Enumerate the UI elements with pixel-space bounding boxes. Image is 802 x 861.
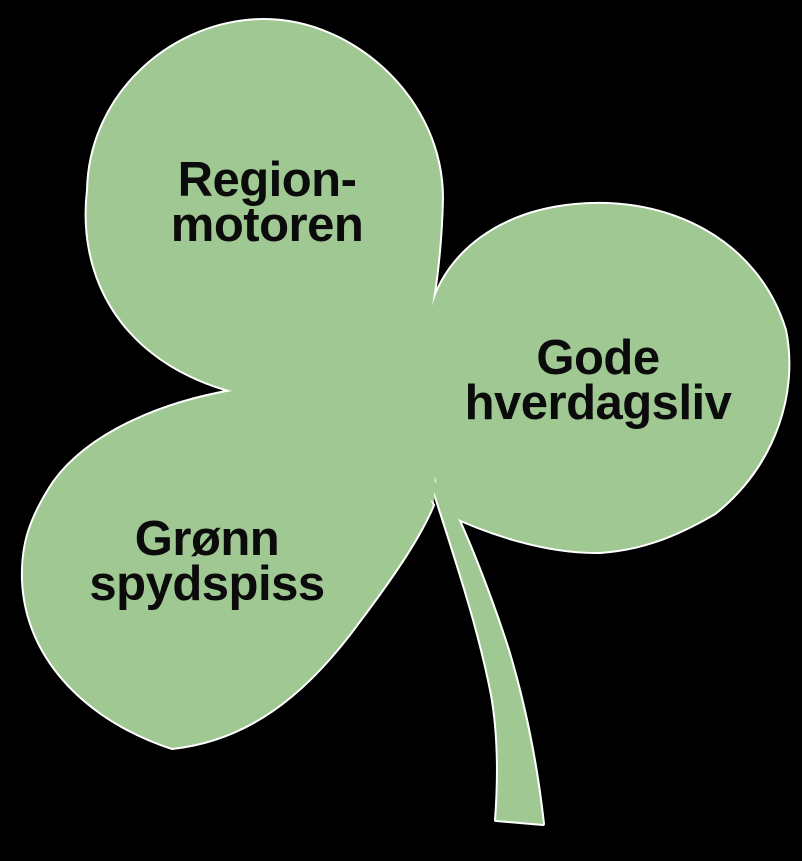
stem — [430, 478, 543, 824]
clover-center-patch — [232, 306, 436, 502]
leaf-top-left — [86, 20, 442, 430]
clover-fill-group — [22, 20, 789, 824]
leaf-label-line: Grønn — [134, 512, 280, 566]
leaf-label-line: Region- — [177, 153, 357, 207]
leaf-right — [420, 203, 789, 553]
leaf-label-gode-hverdagsliv: Gode hverdagsliv — [464, 331, 732, 430]
leaf-label-region-motoren: Region- motoren — [170, 153, 364, 252]
leaf-label-line: motoren — [170, 198, 364, 252]
leaf-label-line: Gode — [536, 331, 660, 385]
leaf-label-line: hverdagsliv — [464, 376, 732, 430]
leaf-label-gronn-spydspiss: Grønn spydspiss — [89, 512, 325, 611]
leaf-bottom-left — [22, 391, 433, 748]
leaf-label-line: spydspiss — [89, 557, 325, 611]
